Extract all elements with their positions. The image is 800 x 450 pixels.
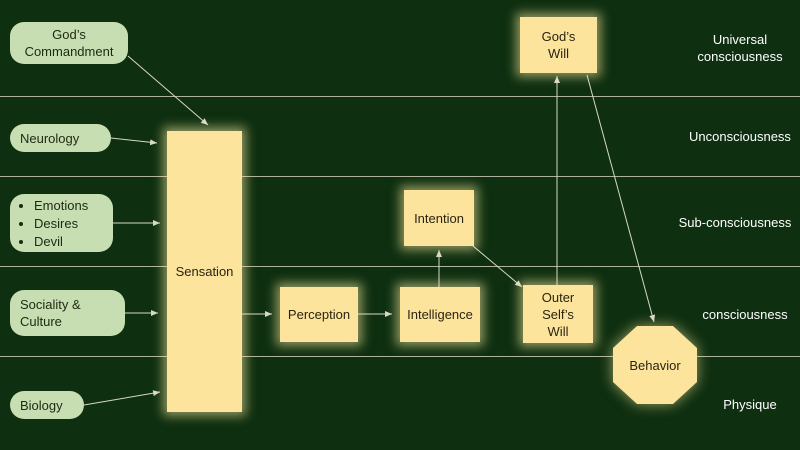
- intention-box: Intention: [404, 190, 474, 246]
- list-item: Desires: [34, 215, 103, 232]
- arrow-biology-to-sensation: [83, 390, 161, 406]
- perception-box: Perception: [280, 287, 358, 342]
- biology-box: Biology: [10, 391, 84, 419]
- gods-commandment-box: God’s Commandment: [10, 22, 128, 64]
- box-label-line: Self’s: [542, 306, 574, 322]
- box-label: Sensation: [175, 264, 234, 279]
- box-label: Intelligence: [407, 307, 473, 322]
- box-label-line: Will: [547, 323, 569, 339]
- box-label-line: Sociality &: [20, 297, 81, 312]
- emotions-desires-devil-box: Emotions Desires Devil: [10, 194, 113, 252]
- behavior-node: Behavior: [612, 325, 698, 405]
- arrow-gods-will-to-behavior: [586, 74, 656, 323]
- divider-line: [0, 356, 800, 357]
- arrow-neurology-to-sensation: [110, 137, 158, 146]
- level-sub-consciousness: Sub-consciousness: [678, 215, 792, 230]
- outer-selfs-will-box: Outer Self’s Will: [523, 285, 593, 343]
- box-label: Biology: [20, 397, 63, 413]
- box-label-line: God’s: [541, 29, 576, 44]
- divider-line: [0, 266, 800, 267]
- box-label: Perception: [287, 307, 351, 322]
- list-item: Devil: [34, 233, 103, 250]
- level-label-line: Universal: [712, 32, 768, 47]
- box-label: Intention: [414, 210, 464, 226]
- list-item: Emotions: [34, 197, 103, 214]
- box-label-line: Commandment: [24, 44, 114, 59]
- box-label-line: Will: [548, 46, 569, 61]
- level-label-line: consciousness: [697, 49, 783, 64]
- arrow-intention-to-outer-will: [472, 245, 523, 288]
- gods-will-box: God’s Will: [520, 17, 597, 73]
- level-universal-consciousness: Universal consciousness: [680, 31, 800, 65]
- divider-line: [0, 96, 800, 97]
- arrow-commandment-to-sensation: [127, 55, 209, 126]
- level-unconsciousness: Unconsciousness: [689, 129, 791, 144]
- sociality-culture-box: Sociality & Culture: [10, 290, 125, 336]
- neurology-box: Neurology: [10, 124, 111, 152]
- behavior-label: Behavior: [629, 357, 681, 373]
- box-label-line: Outer: [541, 289, 575, 305]
- level-physique: Physique: [723, 397, 777, 412]
- level-consciousness: consciousness: [702, 307, 788, 322]
- box-label-line: God’s: [52, 27, 86, 42]
- intelligence-box: Intelligence: [400, 287, 480, 342]
- emotions-list: Emotions Desires Devil: [20, 196, 103, 251]
- behavior-octagon-shape: [613, 326, 697, 404]
- box-label: Neurology: [20, 130, 80, 146]
- box-label-line: Culture: [20, 314, 62, 329]
- divider-line: [0, 176, 800, 177]
- sensation-box: Sensation: [167, 131, 242, 412]
